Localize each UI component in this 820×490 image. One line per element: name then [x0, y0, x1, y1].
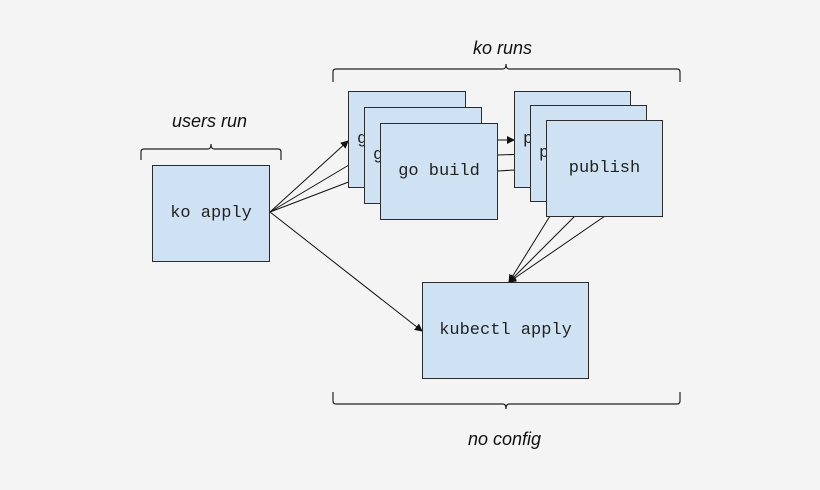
go-build-box: go build: [380, 123, 498, 220]
ko-apply-box: ko apply: [152, 165, 270, 262]
publish-box: publish: [546, 120, 663, 217]
kubectl-apply-box: kubectl apply: [422, 282, 589, 379]
users-run-label: users run: [172, 111, 248, 131]
arrow-ko-apply-to-kubectl-apply: [269, 211, 423, 332]
no-config-brace: [332, 392, 681, 410]
arrow-publish-to-kubectl-2: [508, 215, 576, 283]
arrow-publish-to-kubectl-3: [508, 215, 606, 283]
ko-runs-label: ko runs: [473, 38, 533, 58]
users-run-brace: [140, 143, 282, 160]
arrow-publish-to-kubectl-1: [508, 215, 551, 283]
no-config-label: no config: [468, 429, 542, 449]
ko-runs-brace: [332, 63, 681, 82]
arrow-ko-apply-to-go-build-1: [269, 140, 349, 213]
